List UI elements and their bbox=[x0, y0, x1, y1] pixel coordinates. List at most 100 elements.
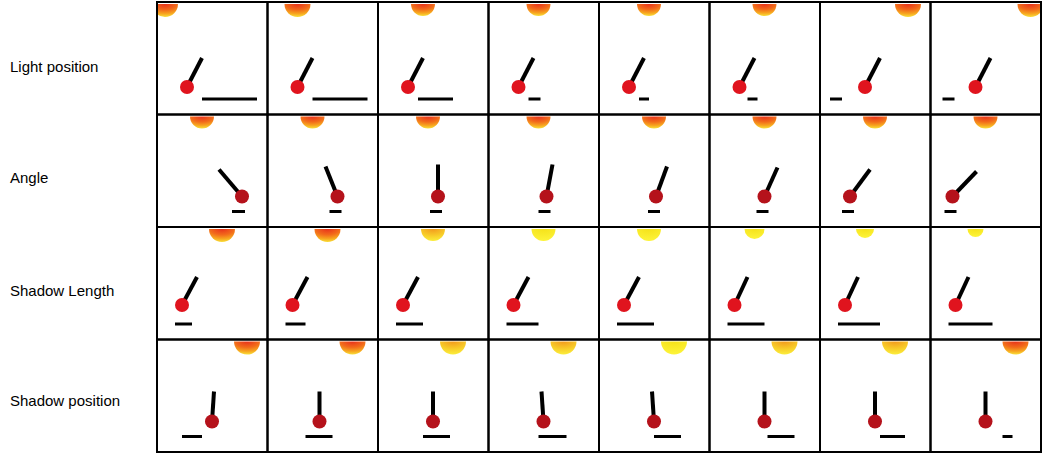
light-source bbox=[285, 4, 311, 17]
shadow-line bbox=[945, 210, 957, 213]
cell-border bbox=[489, 227, 600, 340]
trial-cell bbox=[647, 342, 687, 437]
shadow-line bbox=[728, 323, 765, 326]
trial-cell bbox=[527, 117, 554, 212]
trial-cell bbox=[622, 4, 661, 99]
cell-border bbox=[599, 2, 710, 115]
shadow-line bbox=[830, 98, 842, 101]
cell-border bbox=[710, 340, 821, 453]
trial-cell bbox=[949, 229, 993, 324]
ball bbox=[175, 298, 189, 312]
ball bbox=[291, 80, 305, 94]
ball bbox=[180, 80, 194, 94]
cell-border bbox=[489, 340, 600, 453]
ball bbox=[949, 298, 963, 312]
light-source bbox=[753, 117, 777, 129]
light-source bbox=[411, 4, 435, 16]
light-source bbox=[234, 342, 260, 355]
light-source bbox=[661, 342, 687, 355]
shadow-line bbox=[880, 435, 905, 438]
light-source bbox=[157, 4, 178, 17]
ball bbox=[540, 190, 554, 204]
cell-border bbox=[931, 227, 1042, 340]
shadow-line bbox=[639, 98, 649, 101]
cell-border bbox=[268, 227, 379, 340]
trial-cell bbox=[758, 342, 798, 437]
cell-border bbox=[157, 2, 268, 115]
cell-border bbox=[710, 2, 821, 115]
row-label: Shadow position bbox=[10, 392, 120, 409]
shadow-line bbox=[949, 323, 993, 326]
cell-border bbox=[378, 115, 489, 228]
shadow-line bbox=[182, 435, 202, 438]
cell-border bbox=[710, 227, 821, 340]
cell-border bbox=[710, 115, 821, 228]
light-source bbox=[968, 229, 984, 237]
light-source bbox=[340, 342, 366, 355]
row-label: Light position bbox=[10, 58, 98, 75]
light-source bbox=[637, 229, 661, 241]
ball bbox=[649, 190, 663, 204]
ball bbox=[512, 80, 526, 94]
cell-border bbox=[599, 227, 710, 340]
shadow-line bbox=[423, 435, 450, 438]
cell-border bbox=[268, 115, 379, 228]
shadow-line bbox=[330, 210, 342, 213]
cell-border bbox=[378, 340, 489, 453]
ball bbox=[235, 190, 249, 204]
trial-cell bbox=[401, 4, 453, 99]
light-source bbox=[190, 117, 214, 129]
cell-border bbox=[378, 2, 489, 115]
ball bbox=[758, 190, 772, 204]
cell-border bbox=[268, 2, 379, 115]
cell-border bbox=[157, 340, 268, 453]
shadow-line bbox=[232, 210, 245, 213]
ball bbox=[537, 415, 551, 429]
ball bbox=[396, 298, 410, 312]
trial-cell bbox=[868, 342, 908, 437]
trial-cell bbox=[285, 4, 368, 99]
light-source bbox=[882, 342, 908, 355]
cell-border bbox=[931, 115, 1042, 228]
ball bbox=[507, 298, 521, 312]
cell-border bbox=[599, 340, 710, 453]
shadow-line bbox=[396, 323, 423, 326]
light-source bbox=[416, 117, 440, 129]
light-source bbox=[753, 4, 777, 16]
ball bbox=[979, 415, 993, 429]
shadow-line bbox=[768, 435, 795, 438]
shadow-line bbox=[507, 323, 539, 326]
trial-cell bbox=[190, 117, 249, 212]
trial-cell bbox=[842, 117, 887, 212]
ball bbox=[313, 415, 327, 429]
shadow-line bbox=[648, 210, 660, 213]
trial-cell bbox=[979, 342, 1029, 437]
cell-border bbox=[489, 2, 600, 115]
light-source bbox=[209, 229, 235, 242]
trial-cell bbox=[301, 117, 345, 212]
shadow-line bbox=[748, 98, 758, 101]
cell-border bbox=[268, 340, 379, 453]
light-source bbox=[772, 342, 798, 355]
cell-border bbox=[820, 227, 931, 340]
ball bbox=[426, 415, 440, 429]
light-source bbox=[856, 229, 874, 238]
trial-cell bbox=[416, 117, 445, 212]
trial-cell bbox=[182, 342, 260, 437]
shadow-line bbox=[313, 98, 368, 101]
ball bbox=[728, 298, 742, 312]
ball bbox=[617, 298, 631, 312]
light-source bbox=[440, 342, 466, 355]
shadow-line bbox=[654, 435, 681, 438]
shadow-line bbox=[286, 323, 306, 326]
trial-cell bbox=[306, 342, 366, 437]
light-source bbox=[745, 229, 765, 239]
shadow-line bbox=[943, 98, 955, 101]
trial-cell bbox=[642, 117, 667, 212]
shadow-line bbox=[617, 323, 654, 326]
light-source bbox=[637, 4, 661, 16]
trial-cell bbox=[396, 229, 445, 324]
shadow-line bbox=[757, 210, 769, 213]
ball bbox=[838, 298, 852, 312]
